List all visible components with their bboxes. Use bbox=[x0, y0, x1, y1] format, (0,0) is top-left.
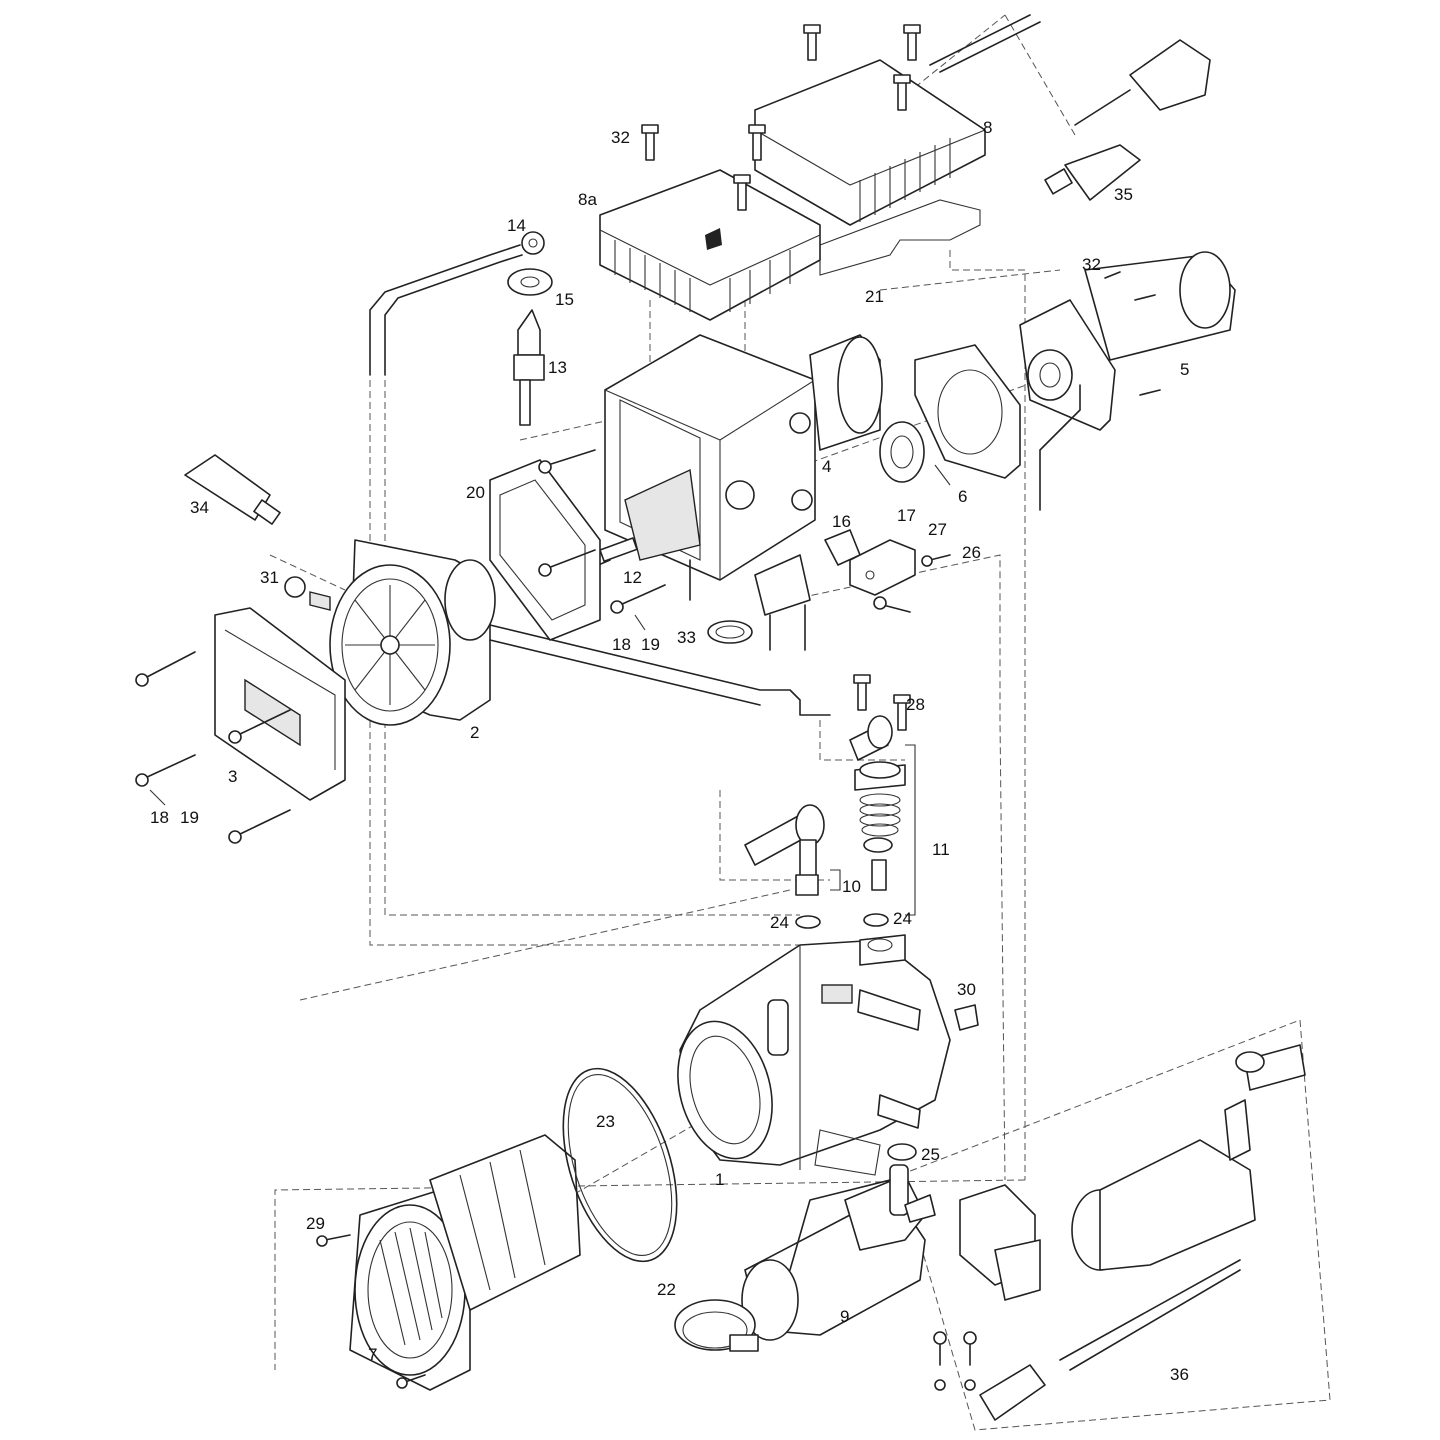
label-17: 17 bbox=[897, 506, 916, 525]
label-20: 20 bbox=[466, 483, 485, 502]
overheat-sensor-part-17 bbox=[849, 539, 916, 596]
gasket-part-20 bbox=[489, 459, 601, 641]
label-12: 12 bbox=[623, 568, 642, 587]
label-26: 26 bbox=[962, 543, 981, 562]
label-4: 4 bbox=[822, 457, 831, 476]
label-18a: 18 bbox=[612, 635, 631, 654]
label-10: 10 bbox=[842, 877, 861, 896]
fuel-nozzle-part-10 bbox=[744, 804, 825, 896]
combustion-blower-part-2 bbox=[329, 539, 496, 726]
grease-tube-part-34 bbox=[184, 454, 281, 525]
label-22: 22 bbox=[657, 1280, 676, 1299]
label-19a: 19 bbox=[641, 635, 660, 654]
label-19b: 19 bbox=[180, 808, 199, 827]
control-unit-part-8a bbox=[599, 169, 821, 321]
label-14: 14 bbox=[507, 216, 526, 235]
combustion-tube-part-5 bbox=[1019, 251, 1236, 511]
cable-part-14 bbox=[369, 231, 545, 376]
label-30: 30 bbox=[957, 980, 976, 999]
hose-clamp-part-22 bbox=[674, 1299, 759, 1352]
control-unit-part-8 bbox=[754, 59, 986, 276]
label-8a: 8a bbox=[578, 190, 597, 209]
heat-exchanger-part-1 bbox=[677, 934, 951, 1176]
label-9: 9 bbox=[840, 1307, 849, 1326]
valve-assembly-part-11 bbox=[849, 715, 906, 891]
label-21: 21 bbox=[865, 287, 884, 306]
label-1: 1 bbox=[715, 1170, 724, 1189]
label-31: 31 bbox=[260, 568, 279, 587]
label-29: 29 bbox=[306, 1214, 325, 1233]
grease-tube-part-35 bbox=[1044, 144, 1141, 201]
label-15: 15 bbox=[555, 290, 574, 309]
gaskets-part-6 bbox=[879, 344, 1021, 483]
label-16: 16 bbox=[832, 512, 851, 531]
mounting-kit-part-36 bbox=[934, 1044, 1306, 1421]
label-18b: 18 bbox=[150, 808, 169, 827]
label-34: 34 bbox=[190, 498, 209, 517]
label-2: 2 bbox=[470, 723, 479, 742]
bracket-part-30 bbox=[954, 1004, 979, 1031]
label-35: 35 bbox=[1114, 185, 1133, 204]
label-7: 7 bbox=[368, 1345, 377, 1364]
label-13: 13 bbox=[548, 358, 567, 377]
label-3: 3 bbox=[228, 767, 237, 786]
washer-part-15 bbox=[507, 268, 553, 296]
circulation-pump-part-9 bbox=[741, 1164, 936, 1341]
leader-lines bbox=[149, 464, 951, 916]
callout-labels: 1 2 3 4 5 6 7 8 8a 9 10 11 12 13 14 15 1… bbox=[150, 118, 1189, 1384]
label-23: 23 bbox=[596, 1112, 615, 1131]
label-6: 6 bbox=[958, 487, 967, 506]
label-5: 5 bbox=[1180, 360, 1189, 379]
clip-part-31 bbox=[284, 576, 331, 611]
label-33: 33 bbox=[677, 628, 696, 647]
label-24b: 24 bbox=[893, 909, 912, 928]
screws bbox=[135, 24, 977, 1389]
exhaust-end-part-7 bbox=[349, 1134, 581, 1391]
seal-rings-part-24-25 bbox=[795, 913, 917, 1161]
label-24a: 24 bbox=[770, 913, 789, 932]
label-8: 8 bbox=[983, 118, 992, 137]
blower-cover-part-3 bbox=[214, 607, 346, 801]
sensor-part-16 bbox=[754, 529, 861, 651]
label-32a: 32 bbox=[611, 128, 630, 147]
burner-housing-part-4 bbox=[604, 334, 883, 601]
label-28: 28 bbox=[906, 695, 925, 714]
label-27: 27 bbox=[928, 520, 947, 539]
o-ring-part-23 bbox=[562, 1067, 678, 1263]
hose-clip-part-33 bbox=[707, 620, 753, 644]
glow-plug-part-13 bbox=[513, 309, 545, 426]
label-25: 25 bbox=[921, 1145, 940, 1164]
connector-cable bbox=[929, 14, 1211, 126]
label-11: 11 bbox=[932, 840, 950, 859]
label-36: 36 bbox=[1170, 1365, 1189, 1384]
label-32b: 32 bbox=[1082, 255, 1101, 274]
